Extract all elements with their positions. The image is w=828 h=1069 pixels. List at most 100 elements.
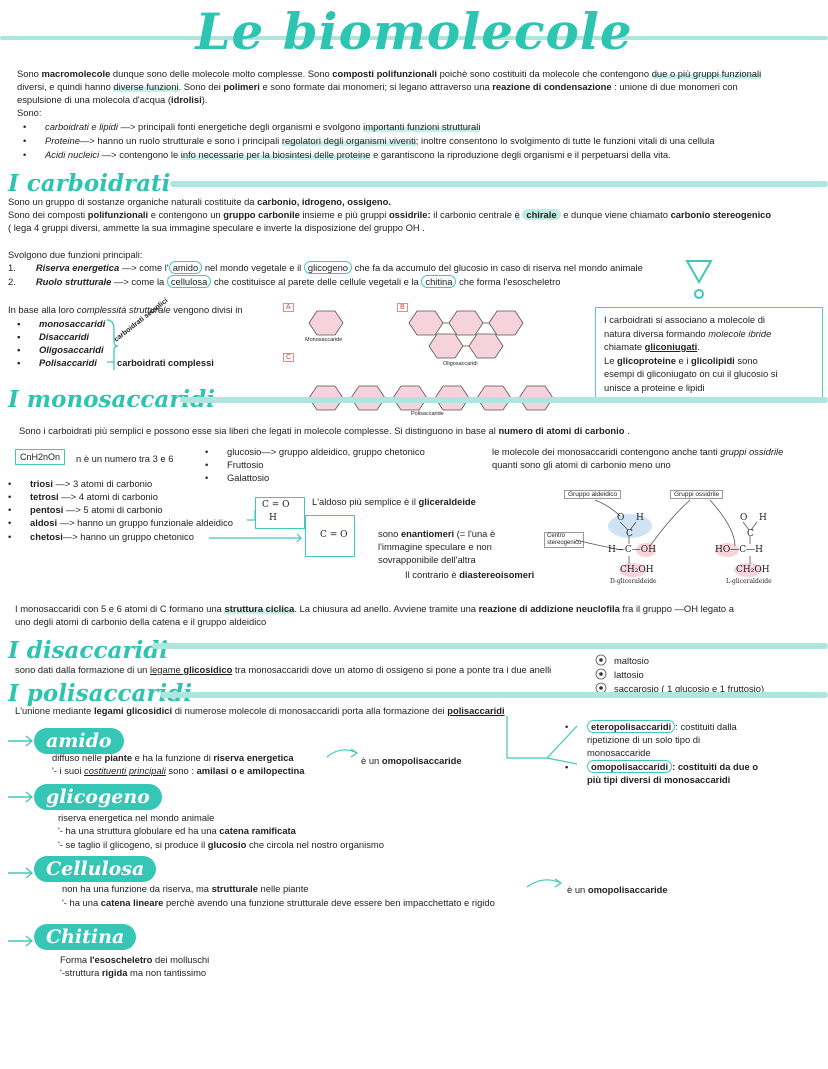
cell-side: è un omopolisaccaride xyxy=(567,884,668,895)
mono-line-1: Sono i carboidrati più semplici e posson… xyxy=(19,425,630,436)
poly-line-1: L'unione mediante legami glicosidici di … xyxy=(15,705,505,716)
formula-box: CnH2nOn xyxy=(15,449,66,465)
l-c1: C xyxy=(747,529,754,539)
label-polisaccaride: Polisaccaride xyxy=(411,411,444,417)
arrow-amido-icon xyxy=(8,735,34,747)
carbo-line-1: Sono un gruppo di sostanze organiche nat… xyxy=(8,196,391,207)
intro-line-3: espulsione di una molecola d'acqua (idro… xyxy=(17,94,208,105)
mono-list-tetrosi: tetrosi —> 4 atomi di carbonio xyxy=(8,491,158,502)
label-monosaccaride: Monosaccaride xyxy=(305,337,343,343)
mono-example-2: Fruttosio xyxy=(205,459,264,470)
poly-etero-2: ripetizione di un solo tipo di xyxy=(587,734,701,745)
page-title: Le biomolecole xyxy=(195,2,633,61)
label-oligosaccaridi: Oligosaccaridi xyxy=(443,361,478,367)
poly-branch-lines xyxy=(506,716,578,765)
tag-cellulosa: Cellulosa xyxy=(34,856,157,882)
d-c2: H—C—OH xyxy=(608,545,656,555)
l-c2: HO—C—H xyxy=(715,545,763,555)
gliceraldeide-structures xyxy=(575,499,762,577)
mono-right-line-2: quanti sono gli atomi di carbonio meno u… xyxy=(492,459,671,470)
l-h-top: H xyxy=(759,513,767,523)
tag-amido: amido xyxy=(34,728,124,754)
intro-bullet-3: Acidi nucleici —> contengono le info nec… xyxy=(23,149,671,160)
arrow-cellulosa-icon xyxy=(8,867,34,879)
mono-right-line-1: le molecole dei monosaccaridi contengono… xyxy=(492,446,784,457)
d-c3: CH₂OH xyxy=(620,565,654,575)
box-line-2: natura diversa formando molecole ibride xyxy=(604,327,772,339)
warning-icon xyxy=(685,260,713,299)
formula-note: n è un numero tra 3 e 6 xyxy=(76,453,174,464)
disacc-item-maltosio: maltosio xyxy=(614,655,649,666)
ciclica-line-2: uno degli atomi di carbonio della catena… xyxy=(15,616,267,627)
tag-glicogeno: glicogeno xyxy=(34,784,162,810)
intro-bullet-2: Proteine—> hanno un ruolo strutturale e … xyxy=(23,135,714,146)
glico-line-1: riserva energetica nel mondo animale xyxy=(58,812,215,823)
aldo-group: C = O xyxy=(262,500,290,510)
chit-line-2: '-struttura rigida ma non tantissimo xyxy=(60,967,207,978)
figure-label-b: B xyxy=(397,303,408,312)
poly-etero-3: monosaccaride xyxy=(587,747,651,758)
carbo-line-2: Sono dei composti polifunzionali e conte… xyxy=(8,209,772,220)
carbo-line-3: ( lega 4 gruppi diversi, ammette la sua … xyxy=(8,222,425,233)
figure-label-a: A xyxy=(283,303,294,312)
carbo-function-1: 1.Riserva energetica —> come l'amido nel… xyxy=(8,261,643,274)
keto-group-box: C = O xyxy=(305,515,355,557)
enant-line-3: sovrapponibile dell'altra xyxy=(378,554,476,565)
figure-label-c: C xyxy=(283,353,295,362)
l-gliceraldeide-label: L-gliceraldeide xyxy=(726,578,772,585)
amido-line-1: diffuso nelle piante e ha la funzione di… xyxy=(52,752,294,763)
mono-list-chetosi: chetosi—> hanno un gruppo chetonico xyxy=(8,531,194,542)
cell-line-1: non ha una funzione da riserva, ma strut… xyxy=(62,883,309,894)
disacc-item-lattosio: lattosio xyxy=(614,669,644,680)
section-heading-carboidrati: I carboidrati xyxy=(8,170,171,197)
d-gliceraldeide-label: D-gliceraldeide xyxy=(610,578,657,585)
ciclica-line-1: I monosaccaridi con 5 e 6 atomi di C for… xyxy=(15,603,734,614)
title-underline xyxy=(0,36,828,40)
glico-line-2: '- ha una struttura globulare ed ha una … xyxy=(58,825,296,836)
aldo-group-box: C = O H xyxy=(255,497,305,529)
l-c3: CH₂OH xyxy=(736,565,770,575)
arrow-chitina-icon xyxy=(8,935,34,947)
label-gruppo-aldeidico: Gruppo aldeidico xyxy=(564,490,622,499)
d-c1: C xyxy=(626,529,633,539)
enant-line-2: l'immagine speculare e non xyxy=(378,541,492,552)
label-gruppi-ossidrile: Gruppi ossidrile xyxy=(670,490,724,499)
section-bar-disaccaridi xyxy=(152,643,828,649)
intro-line-1: Sono macromolecole dunque sono delle mol… xyxy=(17,68,762,79)
section-bar-carboidrati xyxy=(170,181,828,187)
intro-line-4: Sono: xyxy=(17,107,42,118)
gliconiugati-box: I carboidrati si associano a molecole di… xyxy=(595,307,823,400)
aldo-simplest-text: L'aldoso più semplice è il gliceraldeide xyxy=(312,496,476,507)
carbo-complexity-line: In base alla loro complessità struttural… xyxy=(8,304,243,315)
enant-line-1: sono enantiomeri (= l'una è xyxy=(378,528,496,539)
tag-chitina: Chitina xyxy=(34,924,137,950)
glico-line-3: '- se taglio il glicogeno, si produce il… xyxy=(58,839,384,850)
gliceraldeide-diagram: Gruppo aldeidico Gruppi ossidrile Centro… xyxy=(540,488,800,588)
disacc-line-1: sono dati dalla formazione di un legame … xyxy=(15,664,552,675)
l-o: O xyxy=(740,513,748,523)
mono-example-3: Galattosio xyxy=(205,472,269,483)
box-line-5: esempi di gliconiugato on cui il glucosi… xyxy=(604,368,778,379)
poly-etero: eteropolisaccaridi: costituiti dalla xyxy=(565,720,737,733)
arrow-glicogeno-icon xyxy=(8,791,34,803)
d-o: O xyxy=(617,513,625,523)
section-bar-polisaccaridi xyxy=(160,692,828,698)
mono-list-triosi: triosi —> 3 atomi di carbonio xyxy=(8,478,152,489)
section-heading-disaccaridi: I disaccaridi xyxy=(8,637,169,664)
arrow-cellulosa-side-icon xyxy=(526,878,563,888)
complex-carbs-note: carboidrati complessi xyxy=(117,357,214,368)
enant-line-4: Il contrario è diastereoisomeri xyxy=(405,569,535,580)
d-h-top: H xyxy=(636,513,644,523)
mono-example-1: glucosio—> gruppo aldeidico, gruppo chet… xyxy=(205,446,425,457)
poly-omo: omopolisaccaridi: costituiti da due o xyxy=(565,760,758,773)
disacc-item-saccarosio: saccarosio ( 1 glucosio e 1 fruttosio) xyxy=(614,683,765,694)
amido-line-2: '- i suoi costituenti principali sono : … xyxy=(52,765,305,776)
box-line-1: I carboidrati si associano a molecole di xyxy=(604,314,766,325)
chit-line-1: Forma l'esoscheletro dei molluschi xyxy=(60,954,210,965)
poly-omo-2: più tipi diversi di monosaccaridi xyxy=(587,774,731,785)
brace-icon xyxy=(106,319,119,370)
box-line-6: unisce a proteine e lipidi xyxy=(604,381,705,393)
intro-bullet-1: carboidrati e lipidi —> principali fonti… xyxy=(23,121,481,132)
amido-side: è un omopolisaccaride xyxy=(361,755,462,766)
